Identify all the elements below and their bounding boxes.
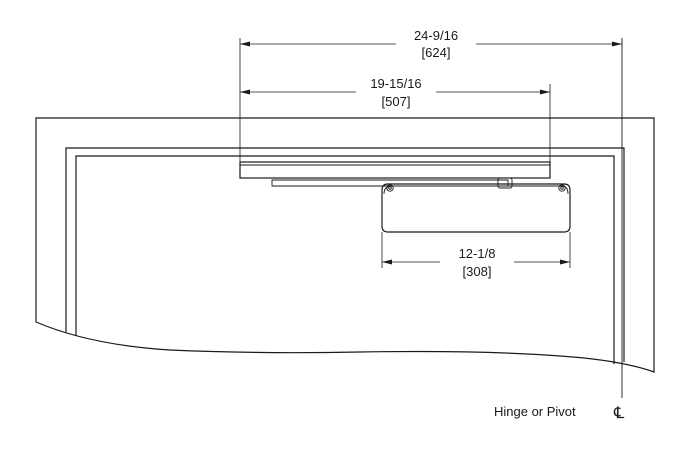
closer-screw-right-inner (560, 186, 564, 190)
closer-screw-right (558, 184, 566, 192)
dimension-arm-imperial: 19-15/16 (370, 76, 421, 91)
door-frame-outer (65, 147, 625, 362)
dimension-closer-imperial: 12-1/8 (459, 246, 496, 261)
closer-track (239, 161, 551, 179)
closer-screw-left-inner (388, 186, 392, 190)
closer-screw-left (386, 184, 394, 192)
centerline-symbol: ℄ (613, 405, 625, 422)
door-frame-inner (75, 155, 615, 364)
dimension-overall-metric: [624] (422, 45, 451, 60)
closer-body (381, 183, 571, 233)
wall-outline (35, 117, 655, 373)
dimension-closer: 12-1/8 [308] (382, 246, 570, 279)
dimension-arm-metric: [507] (382, 94, 411, 109)
dimension-arm: 19-15/16 [507] (240, 76, 550, 109)
hinge-label: Hinge or Pivot (494, 404, 576, 419)
dimension-overall-imperial: 24-9/16 (414, 28, 458, 43)
dimension-closer-metric: [308] (463, 264, 492, 279)
dimension-overall: 24-9/16 [624] (240, 28, 622, 60)
closer-body-cap (383, 185, 569, 195)
arm-connector (497, 177, 513, 189)
